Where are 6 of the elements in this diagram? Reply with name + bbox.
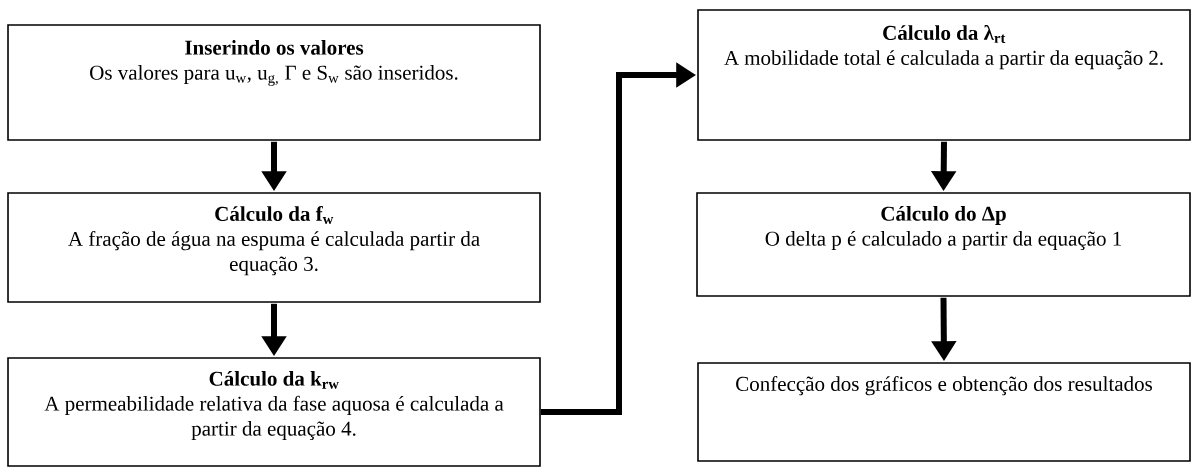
process-box: Inserindo os valores Os valores para u$_{w}$, u$_{g,}$ Γ e S$_{w}$ são inseridos. bbox=[7, 24, 541, 141]
process-box: Cálculo da k$_{rw}$ A permeabilidade relativa da fase aquosa é calculada a partir da equação 4. bbox=[7, 357, 541, 467]
process-box: Confecção dos gráficos e obtenção dos resultados bbox=[697, 362, 1191, 462]
process-box: Cálculo do Δp O delta p é calculado a partir da equação 1 bbox=[696, 192, 1191, 297]
process-box: Cálculo da λ$_{rt}$ A mobilidade total é calculada a partir da equação 2. bbox=[697, 9, 1191, 141]
process-box: Cálculo da f$_{w}$ A fração de água na espuma é calculada partir da equação 3. bbox=[7, 192, 541, 303]
